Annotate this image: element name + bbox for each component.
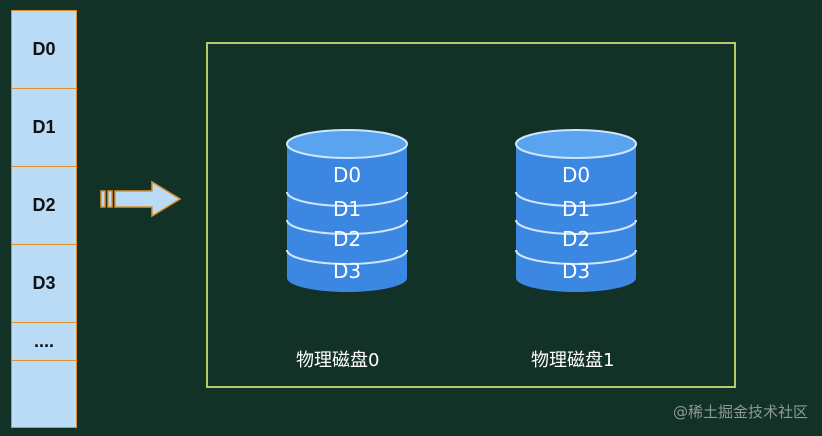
data-block-empty bbox=[11, 360, 77, 428]
watermark: @稀土掘金技术社区 bbox=[672, 403, 808, 421]
disk0-segment-d1: D1 bbox=[333, 197, 361, 221]
disk1-segment-d0: D0 bbox=[562, 163, 590, 187]
data-block-d1: D1 bbox=[11, 88, 77, 166]
disk-label-0: 物理磁盘0 bbox=[296, 350, 380, 371]
disk1-segment-d1: D1 bbox=[562, 197, 590, 221]
disk1-segment-d3: D3 bbox=[562, 259, 590, 283]
data-block-d0: D0 bbox=[11, 10, 77, 88]
physical-disk-0-icon: D0 D1 D2 D3 bbox=[286, 129, 408, 292]
data-block-d2: D2 bbox=[11, 166, 77, 244]
data-block-ellipsis: .... bbox=[11, 322, 77, 360]
right-arrow-icon bbox=[100, 180, 182, 223]
disk1-segment-d2: D2 bbox=[562, 227, 590, 251]
disk-label-1: 物理磁盘1 bbox=[531, 350, 615, 371]
mirror-frame bbox=[206, 42, 736, 388]
disk0-segment-d3: D3 bbox=[333, 259, 361, 283]
data-block-stack: D0 D1 D2 D3 .... bbox=[11, 10, 77, 428]
disk0-segment-d2: D2 bbox=[333, 227, 361, 251]
disk0-segment-d0: D0 bbox=[333, 163, 361, 187]
physical-disk-1-icon: D0 D1 D2 D3 bbox=[515, 129, 637, 292]
data-block-d3: D3 bbox=[11, 244, 77, 322]
